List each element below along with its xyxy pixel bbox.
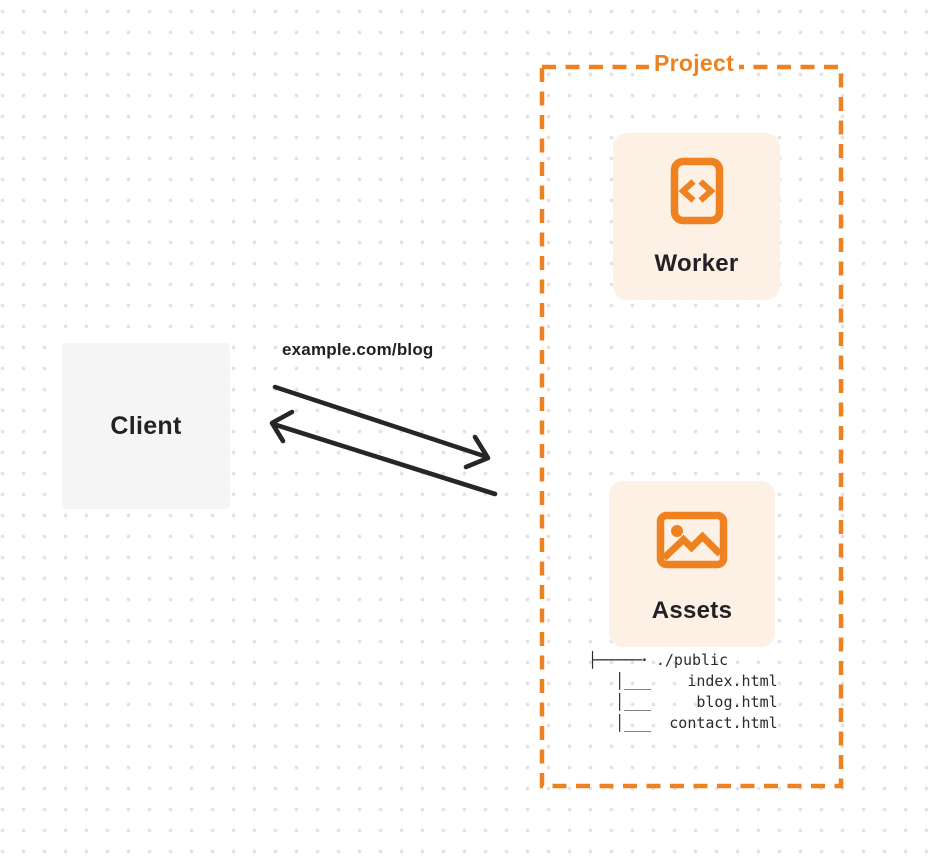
file-tree-item-index: │___ index.html <box>588 672 778 690</box>
code-document-icon <box>670 157 723 225</box>
request-url-label: example.com/blog <box>282 340 434 359</box>
client-label: Client <box>110 411 182 440</box>
image-icon <box>656 511 728 569</box>
worker-label: Worker <box>654 250 739 277</box>
assets-label: Assets <box>651 597 733 624</box>
response-arrow <box>269 409 498 497</box>
worker-node: Worker <box>613 133 780 300</box>
assets-file-tree: ├─────ꞏ ./public │___ index.html │___ bl… <box>588 650 778 734</box>
project-label: Project <box>648 50 740 77</box>
client-node: Client <box>62 343 230 509</box>
file-tree-item-blog: │___ blog.html <box>588 693 778 711</box>
file-tree-root: ├─────ꞏ ./public <box>588 651 729 669</box>
request-arrow <box>272 384 491 470</box>
file-tree-item-contact: │___ contact.html <box>588 714 778 732</box>
assets-node: Assets <box>609 481 775 647</box>
